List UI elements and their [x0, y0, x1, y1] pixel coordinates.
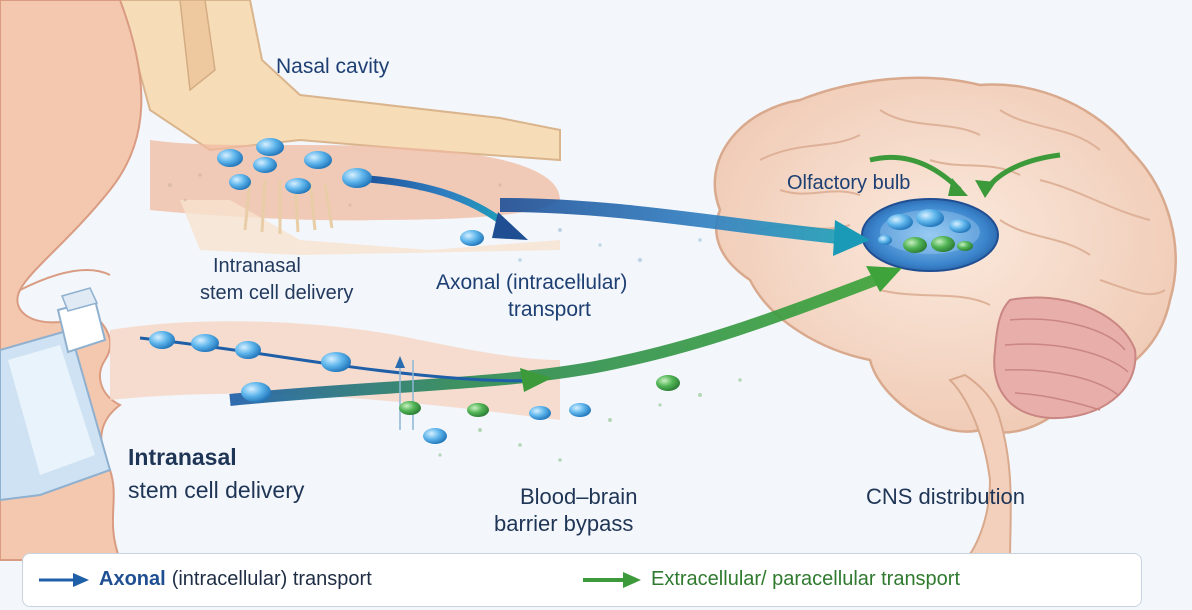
axonal-label-line2: transport [508, 298, 591, 322]
olfactory-bulb-label: Olfactory bulb [787, 172, 910, 195]
green-arrow-icon [581, 571, 643, 589]
bbb-label-line2: barrier bypass [494, 511, 633, 537]
intranasal-upper-label-line2: stem cell delivery [200, 282, 353, 305]
legend-axonal-bold: Axonal [99, 568, 166, 591]
intranasal-lower-label-line1: Intranasal [128, 444, 237, 471]
legend-extracellular: Extracellular/ paracellular transport [581, 568, 960, 591]
axonal-label-line1: Axonal (intracellular) [436, 271, 627, 295]
nasal-cavity-label: Nasal cavity [276, 55, 389, 79]
bbb-label-line1: Blood–brain [520, 484, 637, 510]
legend: Axonal (intracellular) transport Extrace… [22, 553, 1142, 607]
legend-extracellular-label: Extracellular/ paracellular transport [651, 568, 960, 591]
cns-label: CNS distribution [866, 484, 1025, 510]
legend-axonal: Axonal (intracellular) transport [37, 568, 372, 591]
intranasal-lower-label-line2: stem cell delivery [128, 477, 304, 504]
legend-axonal-rest: (intracellular) transport [172, 568, 372, 591]
intranasal-upper-label-line1: Intranasal [213, 255, 301, 278]
blue-arrow-icon [37, 571, 91, 589]
